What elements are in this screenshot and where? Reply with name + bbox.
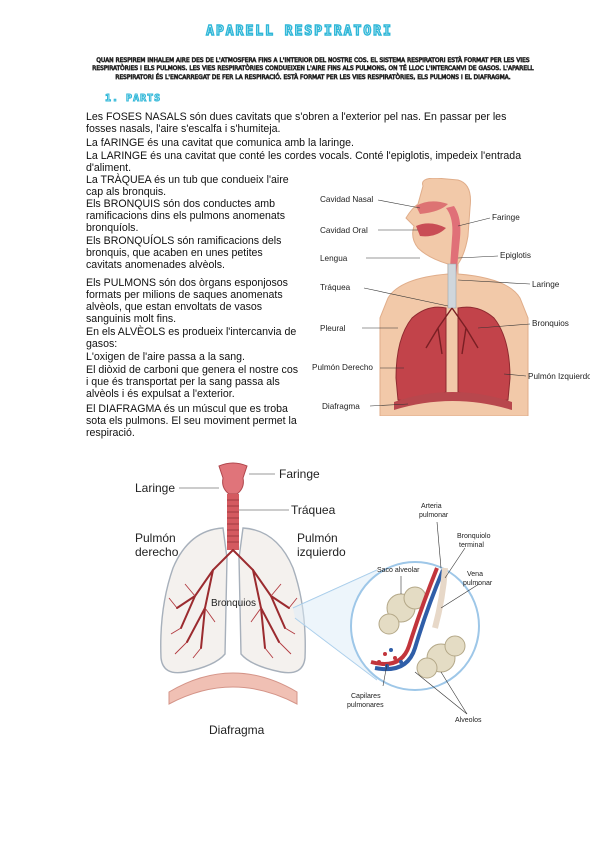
label-capilares-2: pulmonares (347, 702, 384, 709)
label-bronquios-2: Bronquios (211, 598, 256, 609)
label-epiglotis: Epiglotis (500, 251, 531, 260)
paragraph-alveols: En els ALVÈOLS es produeix l'intercanvia… (86, 326, 297, 351)
label-pulmon-izquierdo: Pulmón Izquierdo (528, 372, 590, 381)
paragraph-pulmons: Els PULMONS són dos òrgans esponjosos fo… (86, 277, 288, 326)
label-cavidad-nasal: Cavidad Nasal (320, 195, 373, 204)
label-faringe-2: Faringe (279, 467, 320, 481)
label-alveolos: Alveolos (455, 717, 482, 724)
paragraph-dioxid: El diòxid de carboni que genera el nostr… (86, 364, 299, 401)
label-diafragma-2: Diafragma (209, 723, 265, 737)
paragraph-traquea: La TRÀQUEA és un tub que condueix l'aire… (86, 174, 289, 199)
label-arteria-2: pulmonar (419, 512, 449, 519)
label-bronquiolo-2: terminal (459, 542, 484, 549)
paragraph-oxigen: L'oxigen de l'aire passa a la sang. (86, 351, 245, 363)
label-vena-2: pulmonar (463, 580, 493, 587)
section-heading: 1. PARTS (104, 93, 162, 105)
label-bronquios: Bronquios (532, 319, 569, 328)
label-pulmon-derecho-2: derecho (135, 545, 179, 559)
paragraph-bronquis: Els BRONQUIS són dos conductes amb ramif… (86, 198, 286, 235)
label-diafragma: Diafragma (322, 402, 360, 411)
label-pulmon-izquierdo-2: izquierdo (297, 545, 346, 559)
page-title: APARELL RESPIRATORI (205, 23, 393, 39)
label-bronquiolo-1: Bronquiolo (457, 533, 491, 540)
label-arteria-1: Arteria (421, 503, 442, 510)
respiratory-system-illustration: Cavidad Nasal Cavidad Oral Lengua Tráque… (312, 178, 590, 416)
label-laringe: Laringe (532, 280, 560, 289)
label-capilares-1: Capilares (351, 693, 381, 700)
paragraph-diafragma: El DIAFRAGMA és un múscul que es troba s… (86, 403, 297, 440)
paragraph-faringe: La fARINGE és una cavitat que comunica a… (86, 137, 354, 149)
label-vena-1: Vena (467, 571, 483, 578)
label-faringe: Faringe (492, 213, 520, 222)
paragraph-bronquiols: Els BRONQUÍOLS són ramificacions dels br… (86, 235, 282, 272)
lungs-alveoli-illustration: Faringe Laringe Tráquea Pulmón derecho P… (135, 462, 493, 737)
label-lengua: Lengua (320, 254, 348, 263)
label-traquea: Tráquea (320, 283, 351, 292)
label-saco-alveolar: Saco alveolar (377, 567, 420, 574)
paragraph-fosses-nasals: Les FOSES NASALS són dues cavitats que s… (86, 111, 507, 136)
label-cavidad-oral: Cavidad Oral (320, 226, 368, 235)
paragraph-laringe: La LARINGE és una cavitat que conté les … (86, 150, 522, 175)
label-pulmon-derecho: Pulmón Derecho (312, 363, 373, 372)
intro-text: Quan respirem inhalem aire des de l'atmo… (92, 56, 534, 82)
label-pulmon-derecho-1: Pulmón (135, 531, 176, 545)
label-pleural: Pleural (320, 324, 346, 333)
label-pulmon-izquierdo-1: Pulmón (297, 531, 338, 545)
label-traquea-2: Tráquea (291, 503, 336, 517)
label-laringe-2: Laringe (135, 481, 175, 495)
